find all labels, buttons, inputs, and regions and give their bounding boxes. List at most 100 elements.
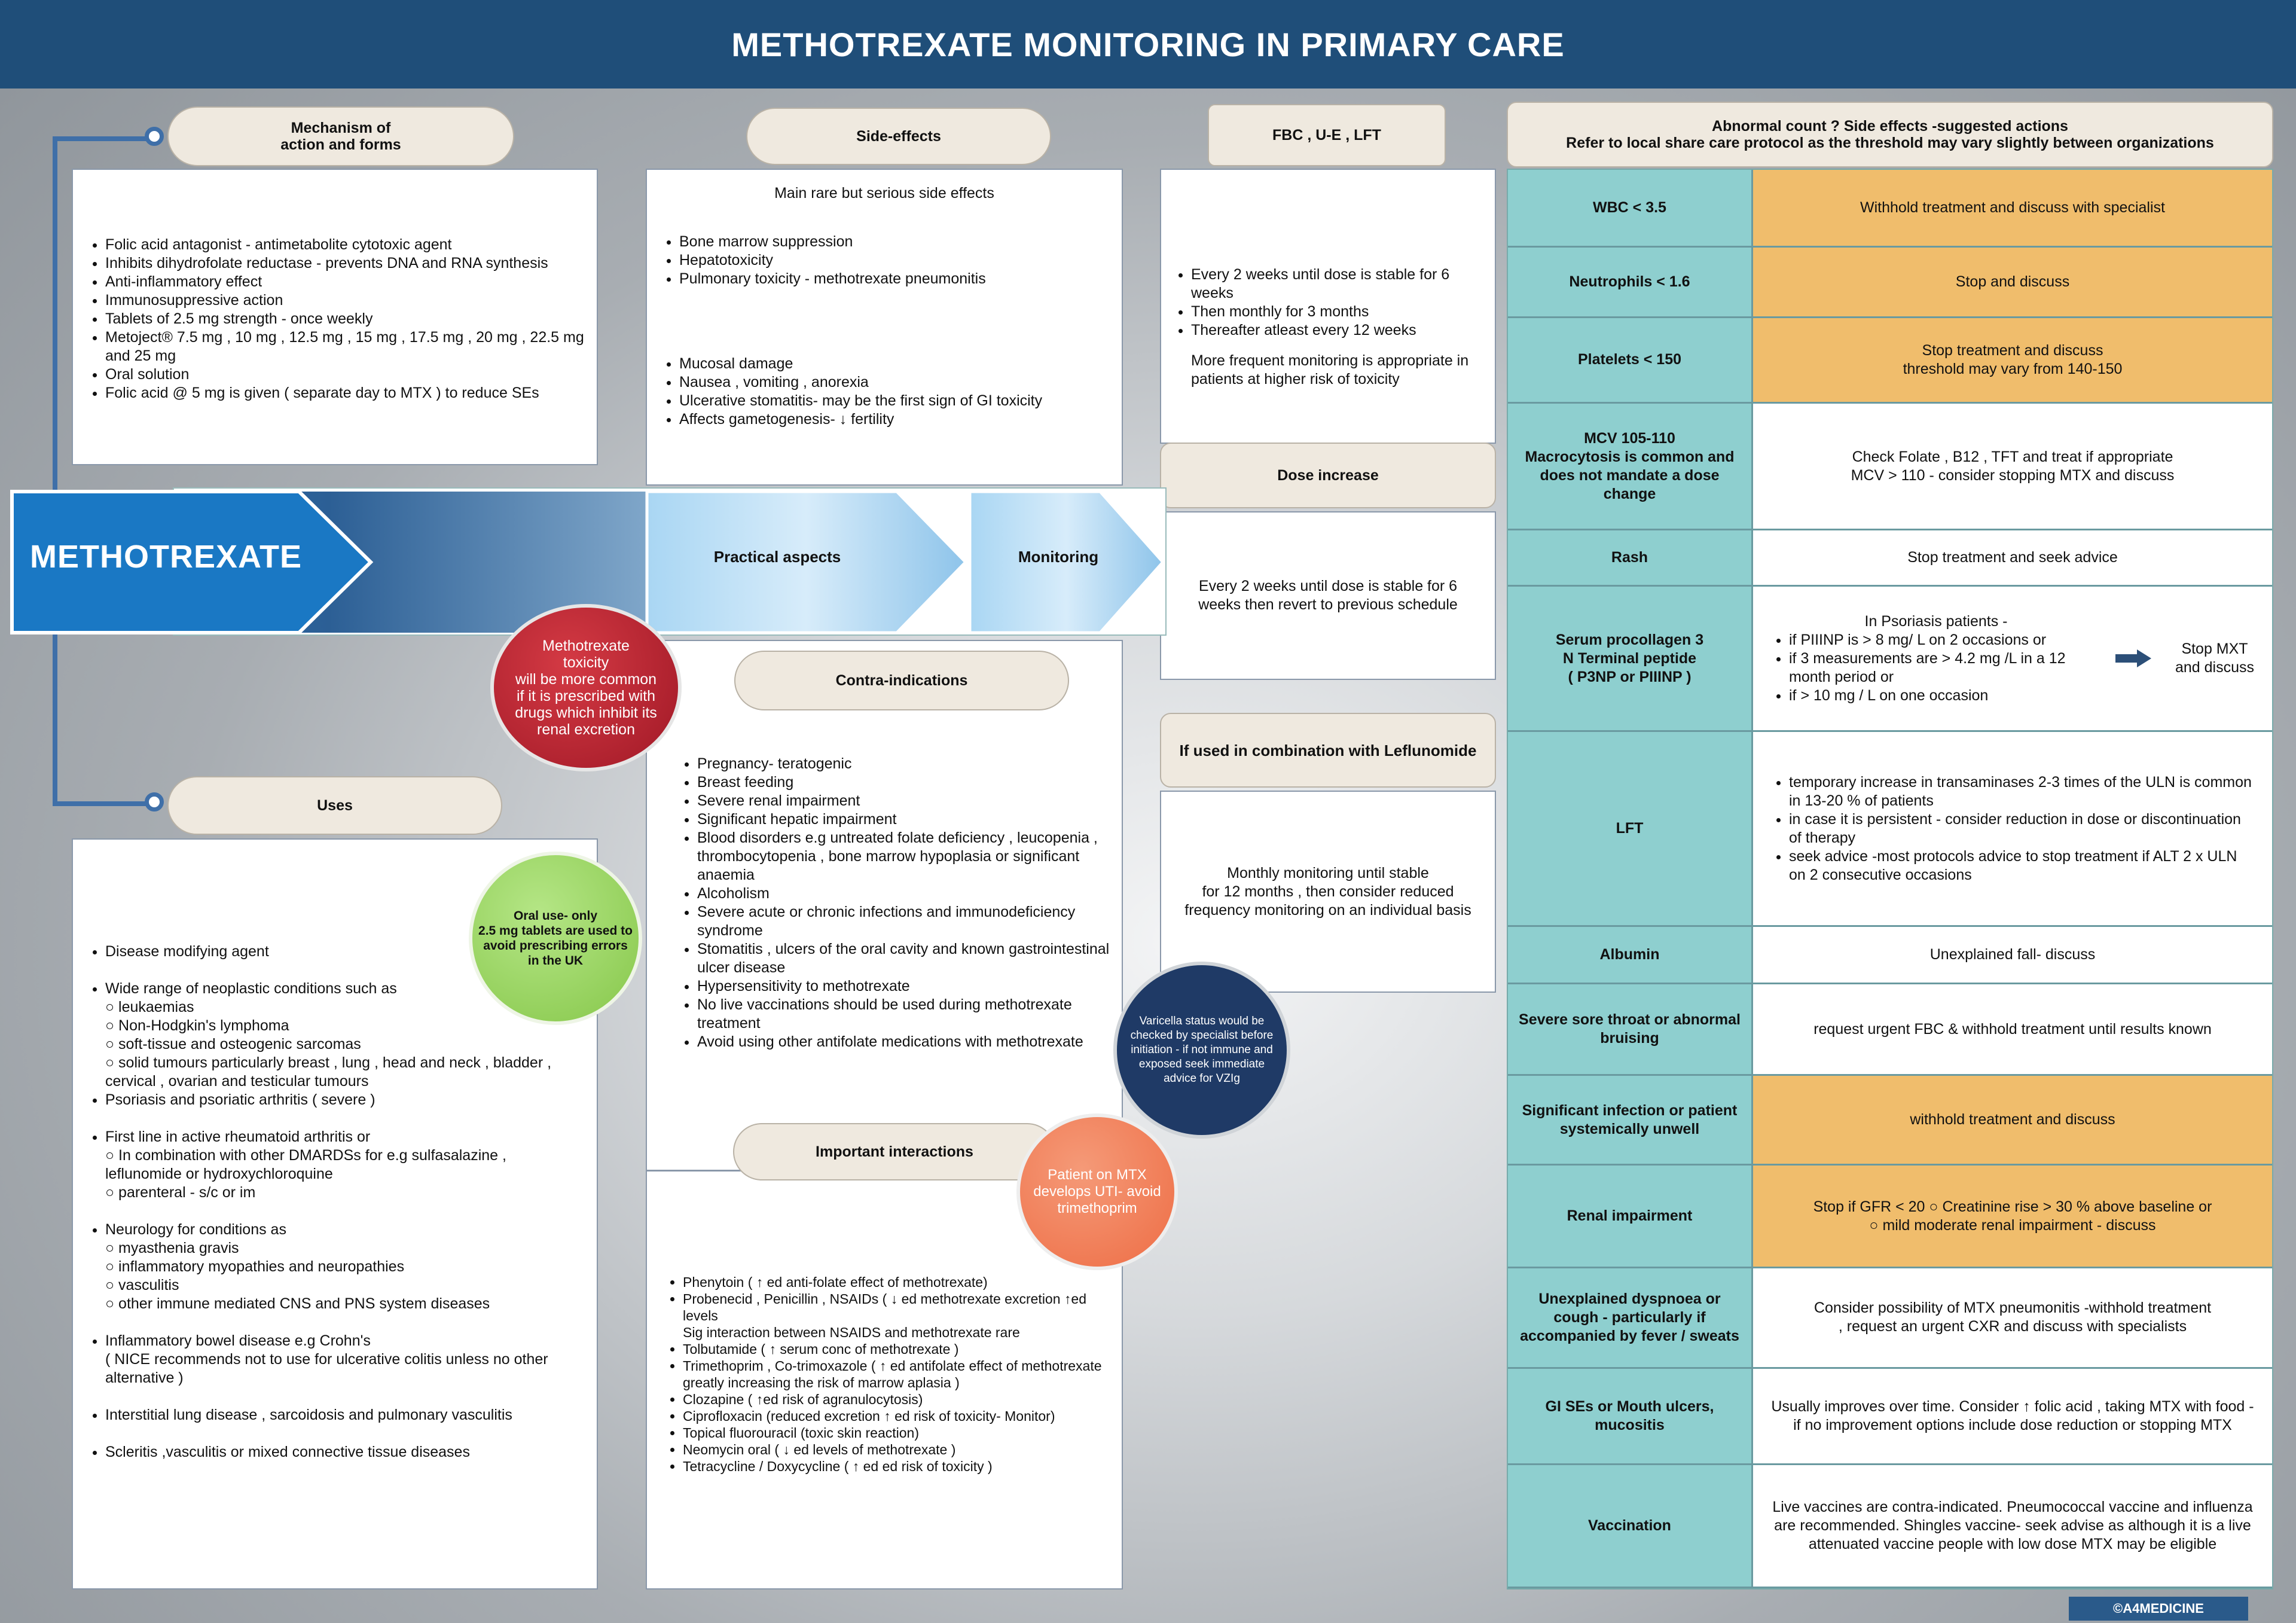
condition-cell: MCV 105-110 Macrocytosis is common and d… (1508, 404, 1753, 529)
fbc-note: More frequent monitoring is appropriate … (1191, 352, 1469, 388)
contra-item: Alcoholism (697, 884, 1110, 903)
connector-bracket (53, 136, 154, 806)
action-cell: Withhold treatment and discuss with spec… (1753, 170, 2272, 246)
leflunomide-box: Monthly monitoring until stable for 12 m… (1160, 791, 1496, 993)
practical-arrow-label: Practical aspects (713, 548, 841, 566)
side-effect-item: Bone marrow suppression (679, 233, 1110, 251)
condition-cell: LFT (1508, 732, 1753, 925)
interaction-item: Neomycin oral ( ↓ ed levels of methotrex… (683, 1441, 1110, 1458)
right-arrow-icon (2115, 649, 2151, 668)
action-cell: Check Folate , B12 , TFT and treat if ap… (1851, 448, 2175, 484)
mechanism-item: Oral solution (105, 365, 585, 384)
condition-cell: Neutrophils < 1.6 (1508, 247, 1753, 316)
page-title: METHOTREXATE MONITORING IN PRIMARY CARE (0, 0, 2296, 89)
condition-cell: Albumin (1508, 926, 1753, 983)
connector-dot-bottom (145, 792, 164, 812)
contra-item: Breast feeding (697, 773, 1110, 792)
action-cell: Stop and discuss (1753, 247, 2272, 316)
interaction-item: Tolbutamide ( ↑ serum conc of methotrexa… (683, 1341, 1110, 1357)
table-row: MCV 105-110 Macrocytosis is common and d… (1508, 404, 2272, 530)
contra-title: Contra-indications (734, 651, 1069, 710)
mechanism-item: Inhibits dihydrofolate reductase - preve… (105, 254, 585, 273)
uti-circle: Patient on MTX develops UTI- avoid trime… (1016, 1113, 1178, 1270)
fbc-item: Thereafter atleast every 12 weeks (1191, 321, 1485, 340)
condition-cell: Severe sore throat or abnormal bruising (1508, 984, 1753, 1075)
monitoring-arrow-label: Monitoring (1018, 548, 1099, 566)
interaction-item: Tetracycline / Doxycycline ( ↑ ed ed ris… (683, 1458, 1110, 1475)
interactions-title: Important interactions (733, 1123, 1056, 1180)
side-effects-box: Main rare but serious side effects Bone … (646, 169, 1123, 486)
connector-dot-top (145, 127, 164, 146)
contra-box: Pregnancy- teratogenicBreast feedingSeve… (646, 640, 1123, 1590)
varicella-circle: Varicella status would be checked by spe… (1113, 962, 1290, 1139)
condition-cell: Significant infection or patient systemi… (1508, 1076, 1753, 1164)
interaction-item: Ciprofloxacin (reduced excretion ↑ ed ri… (683, 1408, 1110, 1424)
action-cell: Consider possibility of MTX pneumonitis … (1813, 1299, 2212, 1335)
arrow-band (10, 487, 1167, 636)
contra-item: Hypersensitivity to methotrexate (697, 977, 1110, 996)
action-cell: Stop if GFR < 20 ○ Creatinine rise > 30 … (1753, 1166, 2272, 1267)
use-item: First line in active rheumatoid arthriti… (105, 1128, 585, 1202)
mechanism-item: Folic acid @ 5 mg is given ( separate da… (105, 384, 585, 402)
interaction-item: Clozapine ( ↑ed risk of agranulocytosis) (683, 1391, 1110, 1408)
mechanism-item: Metoject® 7.5 mg , 10 mg , 12.5 mg , 15 … (105, 328, 585, 365)
mechanism-item: Tablets of 2.5 mg strength - once weekly (105, 310, 585, 328)
main-arrow-label: METHOTREXATE (30, 539, 302, 575)
fbc-list: Every 2 weeks until dose is stable for 6… (1171, 266, 1485, 340)
use-item: Wide range of neoplastic conditions such… (105, 980, 585, 1091)
condition-cell: Rash (1508, 530, 1753, 585)
interaction-item: Probenecid , Penicillin , NSAIDs ( ↓ ed … (683, 1291, 1110, 1341)
dose-increase-text: Every 2 weeks until dose is stable for 6… (1198, 578, 1458, 613)
table-row: Serum procollagen 3 N Terminal peptide (… (1508, 586, 2272, 733)
mechanism-box: Folic acid antagonist - antimetabolite c… (72, 169, 598, 465)
action-cell: withhold treatment and discuss (1753, 1076, 2272, 1164)
action-cell: temporary increase in transaminases 2-3 … (1753, 732, 2272, 925)
contra-item: Severe renal impairment (697, 792, 1110, 810)
mechanism-item: Immunosuppressive action (105, 291, 585, 310)
condition-cell: WBC < 3.5 (1508, 170, 1753, 246)
condition-cell: Platelets < 150 (1508, 318, 1753, 402)
contra-list: Pregnancy- teratogenicBreast feedingSeve… (677, 755, 1110, 1051)
condition-cell: Serum procollagen 3 N Terminal peptide (… (1508, 586, 1753, 731)
dose-increase-title: Dose increase (1160, 443, 1496, 508)
interactions-list: Phenytoin ( ↑ ed anti-folate effect of m… (662, 1274, 1110, 1475)
mechanism-list: Folic acid antagonist - antimetabolite c… (85, 236, 585, 402)
condition-cell: Renal impairment (1508, 1166, 1753, 1267)
p3np-result: Stop MXT and discuss (2175, 640, 2255, 676)
action-cell: Stop treatment and seek advice (1907, 548, 2118, 566)
main-arrow-head (10, 490, 374, 634)
side-effects-list-2: Mucosal damageNausea , vomiting , anorex… (659, 355, 1110, 429)
actions-title: Abnormal count ? Side effects -suggested… (1507, 102, 2273, 167)
table-row: Rash Stop treatment and seek advice (1508, 530, 2272, 587)
footer-credit: ©A4MEDICINE (2069, 1597, 2248, 1621)
condition-cell: GI SEs or Mouth ulcers, mucositis (1508, 1368, 1753, 1464)
condition-cell: Vaccination (1508, 1465, 1753, 1587)
toxicity-circle: Methotrexate toxicity will be more commo… (490, 604, 682, 771)
dose-increase-box: Every 2 weeks until dose is stable for 6… (1160, 511, 1496, 680)
lft-item: temporary increase in transaminases 2-3 … (1789, 773, 2257, 810)
side-effects-list-1: Bone marrow suppressionHepatotoxicityPul… (659, 233, 1110, 288)
side-effects-intro: Main rare but serious side effects (774, 185, 994, 202)
lft-item: seek advice -most protocols advice to st… (1789, 847, 2257, 884)
p3np-item: if PIIINP is > 8 mg/ L on 2 occasions or (1789, 631, 2103, 649)
table-row: LFT temporary increase in transaminases 2… (1508, 732, 2272, 927)
action-cell: In Psoriasis patients -if PIIINP is > 8 … (1753, 587, 2272, 731)
use-item: Neurology for conditions as ○ myasthenia… (105, 1221, 585, 1313)
condition-cell: Unexplained dyspnoea or cough - particul… (1508, 1268, 1753, 1367)
uses-title: Uses (167, 776, 502, 835)
side-effect-item: Hepatotoxicity (679, 251, 1110, 270)
contra-item: Pregnancy- teratogenic (697, 755, 1110, 773)
contra-item: Blood disorders e.g untreated folate def… (697, 829, 1110, 884)
contra-item: Severe acute or chronic infections and i… (697, 903, 1110, 940)
contra-item: No live vaccinations should be used duri… (697, 996, 1110, 1033)
side-effects-title: Side-effects (746, 108, 1051, 165)
practical-arrow (645, 490, 968, 634)
table-row: Significant infection or patient systemi… (1508, 1076, 2272, 1166)
interaction-item: Phenytoin ( ↑ ed anti-folate effect of m… (683, 1274, 1110, 1291)
use-item: Inflammatory bowel disease e.g Crohn's (… (105, 1332, 585, 1387)
